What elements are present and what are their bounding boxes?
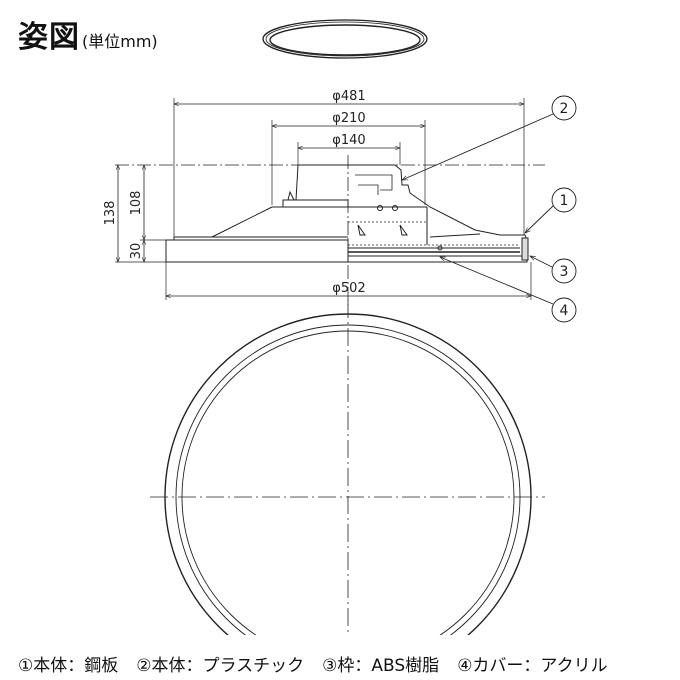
legend-item: ③枠：ABS樹脂	[322, 656, 440, 676]
side-view	[115, 98, 545, 310]
title-main: 姿図	[18, 20, 80, 55]
material-legend: ①本体：鋼板 ②本体：プラスチック ③枠：ABS樹脂 ④カバー：アクリル	[18, 651, 608, 676]
callout-4: 4	[560, 303, 569, 319]
legend-item: ④カバー：アクリル	[457, 656, 608, 676]
legend-item: ②本体：プラスチック	[136, 656, 305, 676]
callout-leaders	[401, 95, 577, 323]
unit-label: (単位mm)	[82, 32, 158, 51]
dim-30: 30	[129, 243, 144, 260]
callout-1: 1	[560, 193, 569, 209]
callout-2: 2	[560, 101, 569, 117]
legend-item: ①本体：鋼板	[18, 656, 119, 676]
perspective-view	[262, 19, 428, 59]
plan-view	[150, 300, 545, 635]
dim-481: φ481	[332, 89, 365, 104]
page-title: 姿図 (単位mm)	[18, 12, 158, 56]
dim-210: φ210	[332, 111, 365, 126]
dim-140: φ140	[332, 133, 365, 148]
callout-3: 3	[560, 264, 569, 280]
dim-502: φ502	[332, 281, 365, 296]
dim-138: 138	[103, 201, 118, 226]
dim-108: 108	[129, 191, 144, 216]
